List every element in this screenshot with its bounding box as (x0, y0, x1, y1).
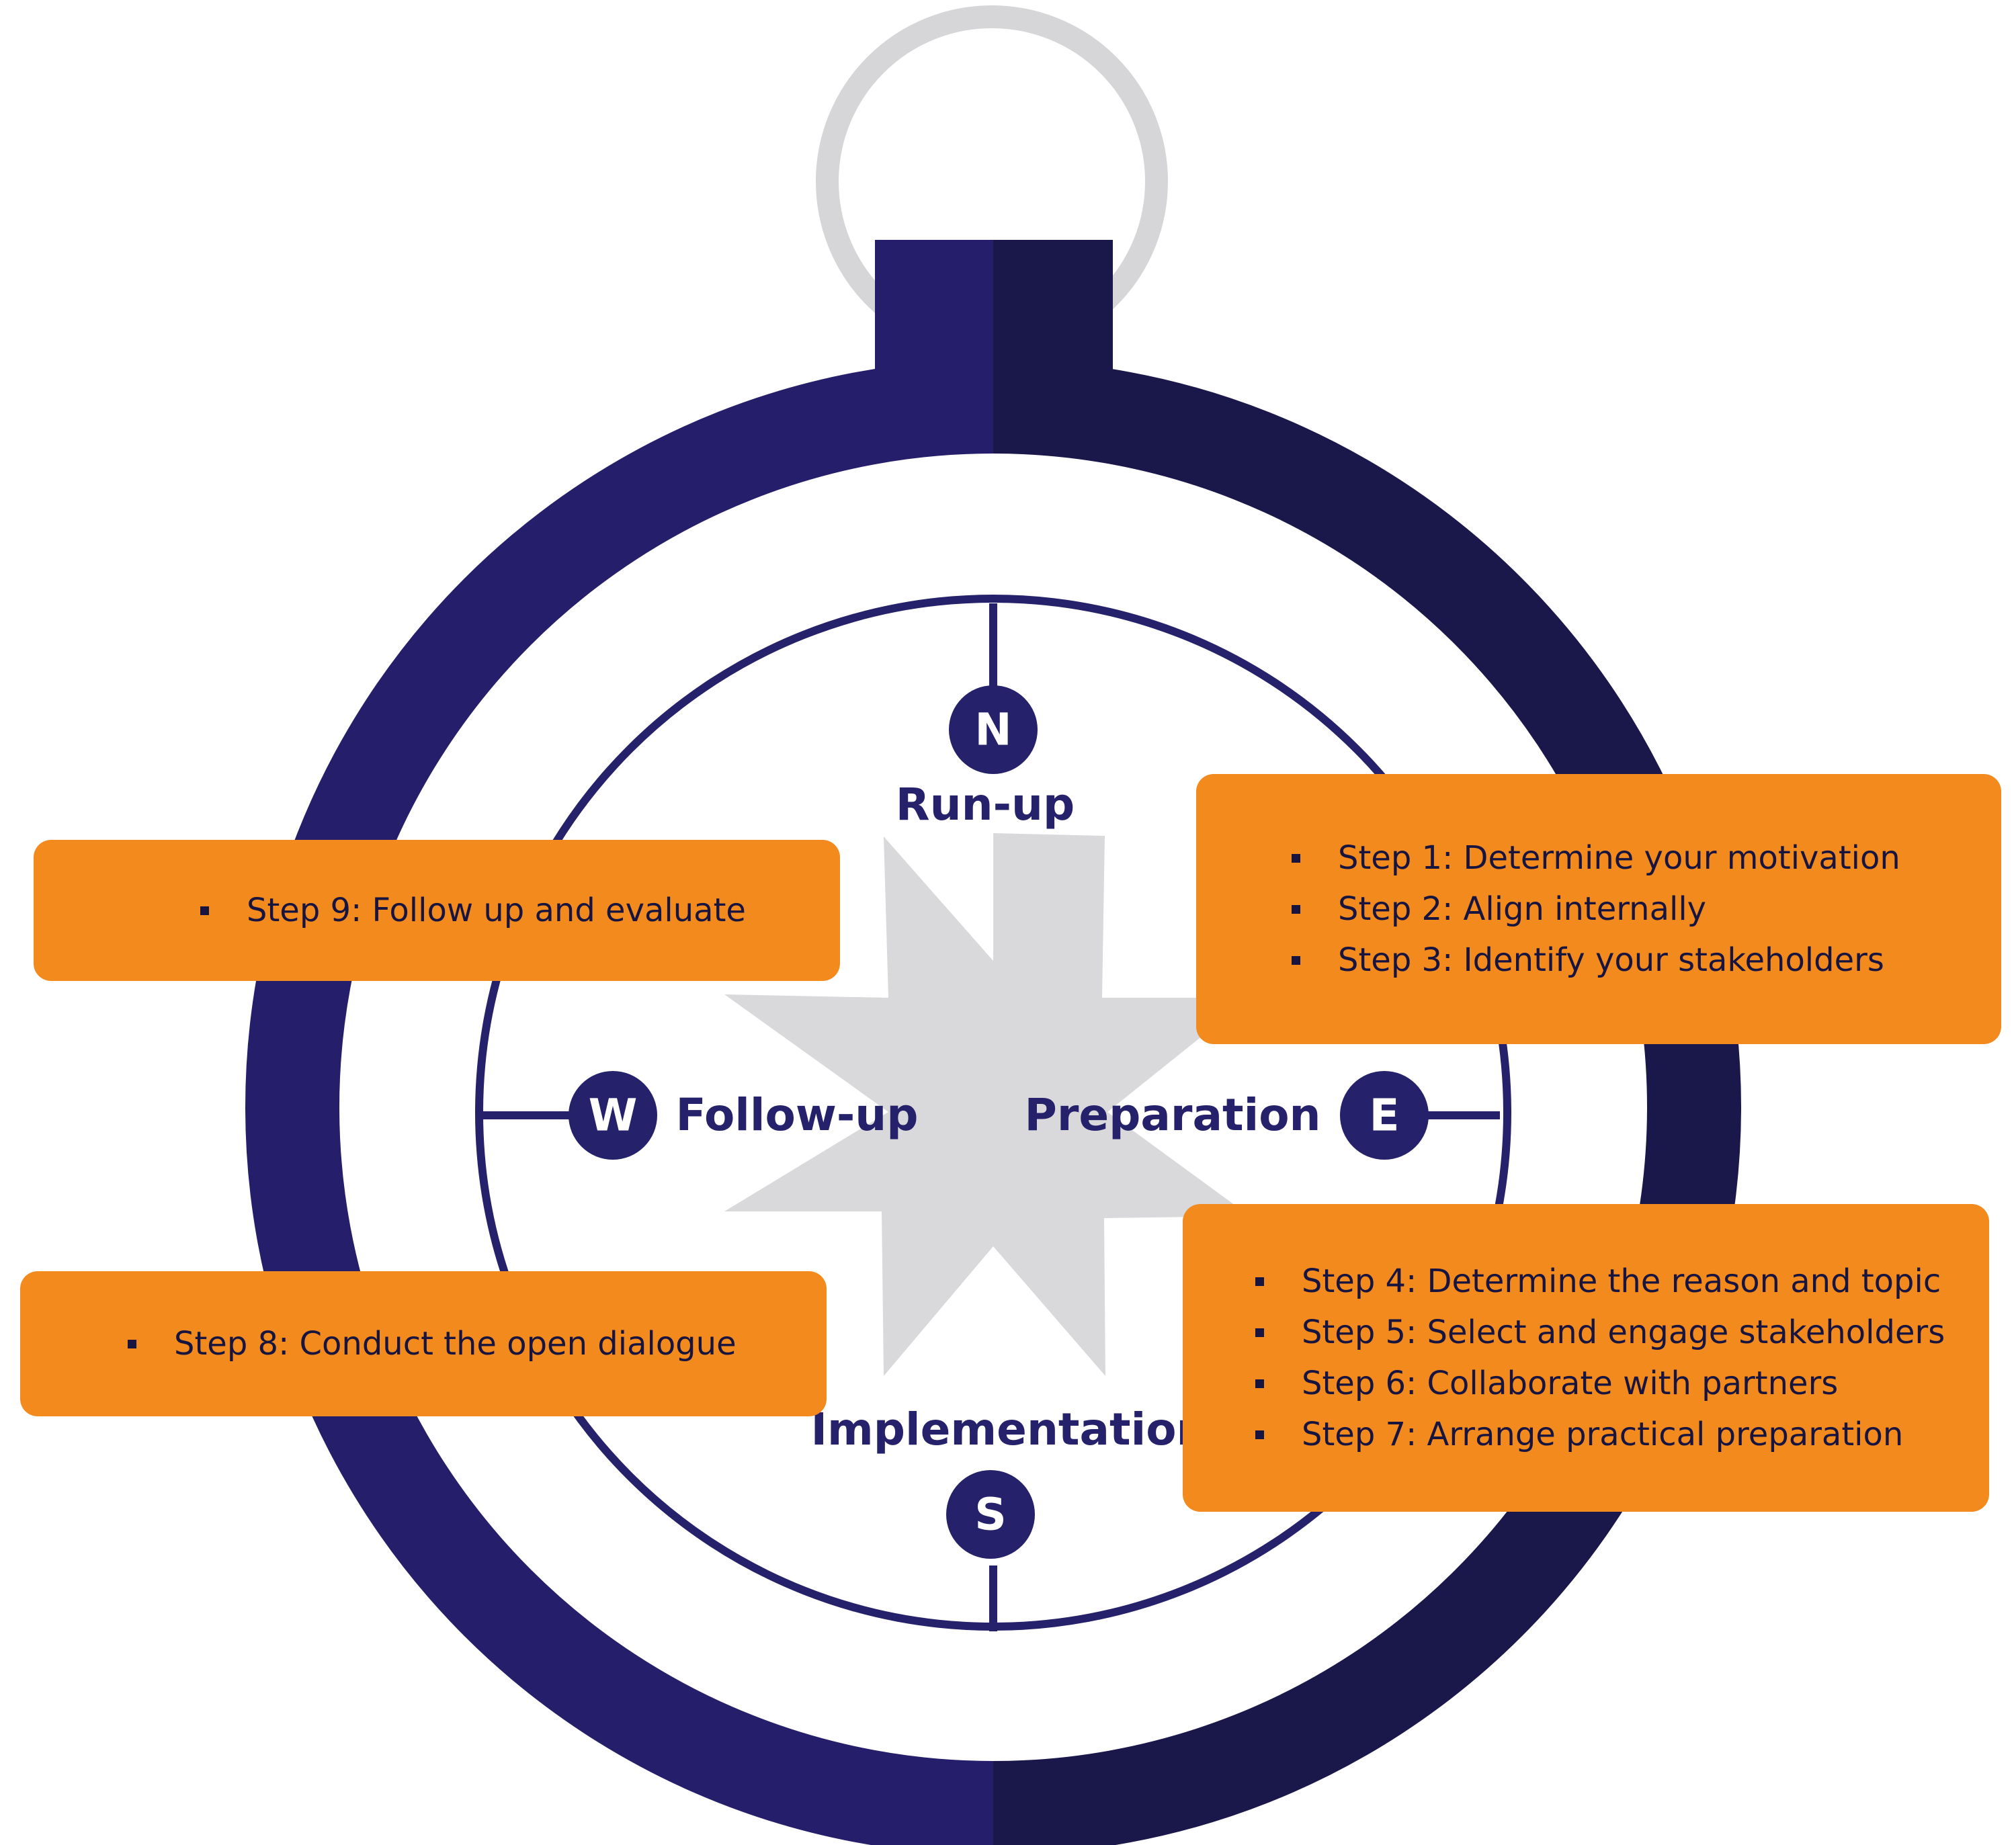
bullet-icon (1255, 1277, 1264, 1286)
bullet-icon (200, 906, 209, 915)
step-list-run-up: Step 1: Determine your motivation Step 2… (1292, 832, 2001, 986)
east-letter: E (1369, 1090, 1399, 1142)
phase-label-follow-up: Follow-up (676, 1089, 919, 1141)
phase-label-run-up: Run-up (896, 779, 1075, 830)
step-item: Step 3: Identify your stakeholders (1292, 935, 2001, 986)
step-item: Step 2: Align internally (1292, 884, 2001, 935)
step-list-implementation: Step 8: Conduct the open dialogue (128, 1318, 827, 1369)
south-circle (946, 1470, 1035, 1559)
phase-label-implementation: Implementation (810, 1404, 1208, 1455)
crown-left (875, 240, 995, 376)
step-item: Step 5: Select and engage stakeholders (1255, 1307, 1989, 1358)
bullet-icon (1255, 1379, 1264, 1388)
step-item: Step 4: Determine the reason and topic (1255, 1256, 1989, 1307)
east-circle (1340, 1071, 1429, 1160)
north-circle (949, 685, 1038, 774)
bullet-icon (1292, 955, 1300, 965)
step-box-preparation: Step 4: Determine the reason and topic S… (1183, 1204, 1989, 1512)
step-item: Step 6: Collaborate with partners (1255, 1358, 1989, 1409)
step-box-follow-up: Step 9: Follow up and evaluate (34, 840, 840, 981)
west-letter: W (589, 1090, 638, 1142)
phase-label-preparation: Preparation (1024, 1089, 1320, 1141)
north-letter: N (974, 704, 1011, 756)
step-item: Step 9: Follow up and evaluate (200, 885, 840, 936)
step-list-follow-up: Step 9: Follow up and evaluate (200, 885, 840, 936)
step-list-preparation: Step 4: Determine the reason and topic S… (1255, 1256, 1989, 1460)
step-item: Step 1: Determine your motivation (1292, 832, 2001, 884)
outer-ring-left (245, 359, 993, 1845)
crown-right (993, 240, 1113, 376)
outer-ring-right (993, 359, 1741, 1845)
bullet-icon (128, 1339, 136, 1348)
step-box-implementation: Step 8: Conduct the open dialogue (20, 1271, 827, 1416)
bullet-icon (1292, 853, 1300, 863)
bullet-icon (1255, 1328, 1264, 1337)
step-box-run-up: Step 1: Determine your motivation Step 2… (1196, 774, 2001, 1044)
step-item: Step 8: Conduct the open dialogue (128, 1318, 827, 1369)
bullet-icon (1255, 1430, 1264, 1439)
step-item: Step 7: Arrange practical preparation (1255, 1409, 1989, 1460)
west-circle (569, 1071, 657, 1160)
compass-star (724, 833, 1250, 1376)
bullet-icon (1292, 904, 1300, 914)
south-letter: S (974, 1489, 1007, 1541)
